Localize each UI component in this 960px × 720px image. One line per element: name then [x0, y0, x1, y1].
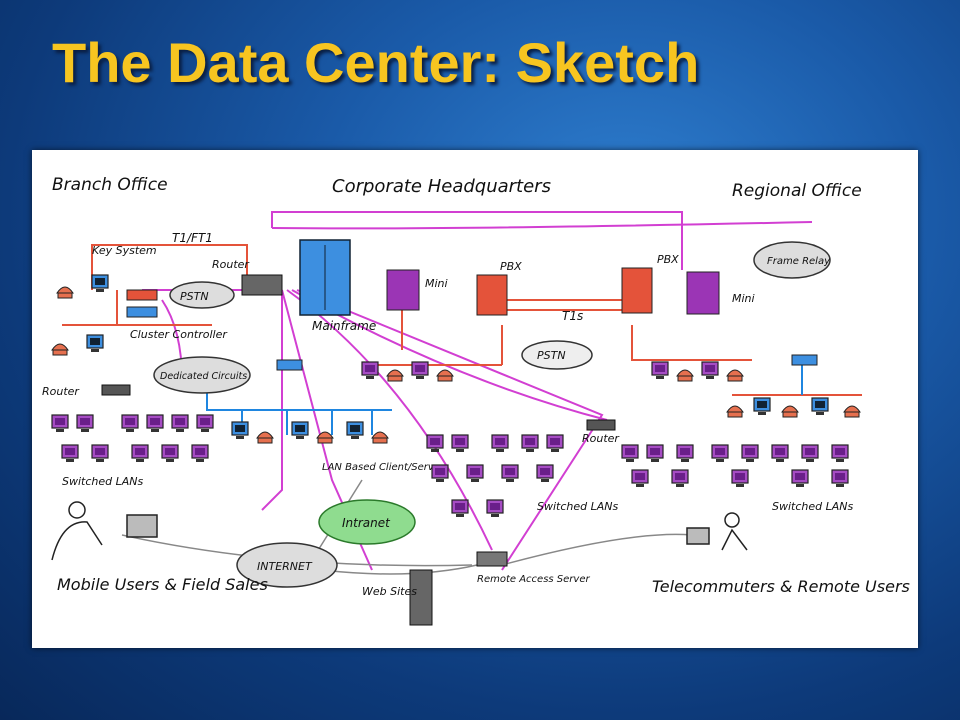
switched-lans-label-regional: Switched LANs [772, 500, 853, 513]
router-label-center: Router [582, 432, 620, 445]
key-system-label: Key System [92, 244, 157, 257]
network-sketch: Branch Office Corporate Headquarters Reg… [32, 150, 918, 648]
pstn-cloud-branch: PSTN [169, 281, 235, 309]
network-diagram: Branch Office Corporate Headquarters Reg… [42, 175, 910, 626]
mainframe-device: Mainframe [299, 239, 376, 333]
pstn-label-branch: PSTN [180, 290, 209, 303]
web-sites-label: Web Sites [362, 585, 417, 598]
mini-label-regional: Mini [732, 292, 755, 305]
pbx-label-regional: PBX [657, 253, 679, 266]
dedicated-circuits-cloud: Dedicated Circuits [153, 356, 251, 394]
web-sites-server: Web Sites [362, 569, 433, 626]
dedicated-circuits-label: Dedicated Circuits [160, 371, 247, 382]
mobile-user-figure [51, 501, 158, 561]
pstn-label-central: PSTN [537, 349, 566, 362]
frame-relay-cloud: Frame Relay [753, 241, 831, 279]
router-label-branch: Router [42, 385, 80, 398]
mainframe-label: Mainframe [312, 319, 376, 333]
switched-lans-branch [51, 414, 214, 463]
t1-ft1-label: T1/FT1 [172, 231, 213, 245]
intranet-label: Intranet [342, 516, 391, 530]
t1s-label: T1s [562, 309, 583, 323]
remote-access-server-device: Remote Access Server [476, 551, 590, 585]
lan-client-server-group [231, 421, 389, 444]
pbx-device-regional: PBX [621, 253, 679, 314]
intranet-cloud: Intranet [318, 499, 416, 545]
internet-cloud: INTERNET [236, 542, 338, 588]
corporate-hq-label: Corporate Headquarters [332, 176, 551, 197]
telecommuter-figure [686, 512, 748, 551]
branch-office-label: Branch Office [52, 175, 168, 195]
mobile-users-label: Mobile Users & Field Sales [57, 575, 268, 594]
pbx-label-corporate: PBX [500, 260, 522, 273]
pbx-device-corporate: PBX [476, 260, 522, 316]
cluster-controller-label: Cluster Controller [130, 328, 228, 341]
telecommuters-label: Telecommuters & Remote Users [652, 577, 910, 596]
remote-access-server-label: Remote Access Server [477, 574, 590, 585]
lan-client-server-label: LAN Based Client/Server [322, 462, 445, 473]
switched-lans-label-center: Switched LANs [537, 500, 618, 513]
router-label-corporate: Router [212, 258, 250, 271]
slide-title: The Data Center: Sketch [52, 31, 700, 94]
frame-relay-label: Frame Relay [767, 256, 831, 267]
mini-device-corporate: Mini [386, 269, 448, 311]
router-corporate: Router [212, 258, 283, 296]
switched-lans-regional [621, 444, 849, 488]
regional-office-label: Regional Office [732, 181, 862, 201]
mini-device-regional: Mini [686, 271, 755, 315]
pstn-cloud-central: PSTN [521, 340, 593, 370]
switched-lans-label-branch: Switched LANs [62, 475, 143, 488]
internet-label: INTERNET [257, 560, 313, 573]
mini-label-corporate: Mini [425, 277, 448, 290]
